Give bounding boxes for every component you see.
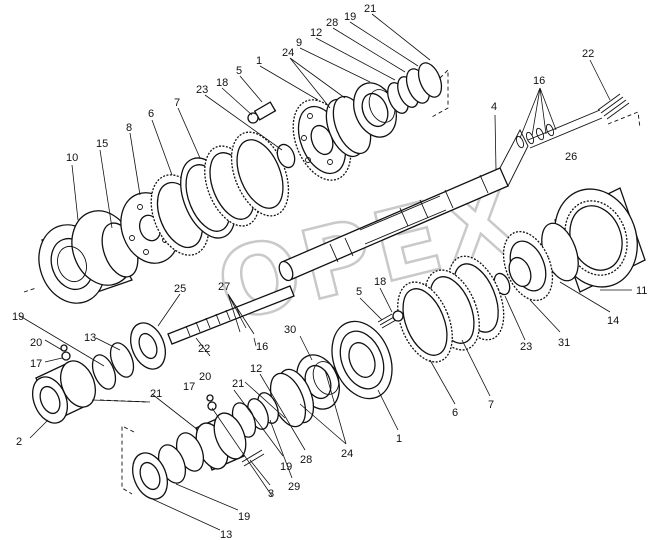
axis-line-right: [607, 111, 641, 129]
axis-line-left: [23, 287, 37, 293]
parts-12-28-19-21-lower: [231, 392, 279, 438]
label-28-upper: 28: [326, 17, 338, 29]
label-6-upper: 6: [148, 108, 154, 120]
part-25-shaft-stub: [167, 285, 295, 345]
part-7-clutch-pack: [180, 131, 290, 239]
label-17-lower: 17: [183, 381, 195, 393]
label-26: 26: [565, 151, 577, 163]
label-18-lower: 18: [374, 276, 386, 288]
label-12-upper: 12: [310, 27, 322, 39]
label-1-lower: 1: [396, 433, 402, 445]
part-22-spring-upper: [597, 93, 630, 120]
label-8: 8: [126, 122, 132, 134]
label-19-bottom: 19: [238, 511, 250, 523]
label-2: 2: [16, 436, 22, 448]
label-27: 27: [218, 281, 230, 293]
label-24-lower: 24: [341, 448, 353, 460]
part-20-ball-lower: [206, 394, 214, 402]
part-17-pin-lower: [207, 401, 217, 411]
part-18-nut-upper: [247, 112, 259, 124]
label-23-upper: 23: [196, 84, 208, 96]
label-28-lower: 28: [300, 454, 312, 466]
label-14: 14: [607, 315, 619, 327]
part-labels: 10 15 8 6 7 23 18 5 1 24 9 12 28 19 21 4…: [12, 3, 647, 540]
label-19-left: 19: [12, 311, 24, 323]
label-10: 10: [66, 152, 78, 164]
parts-17-20-left: [60, 344, 71, 361]
part-16-seal-rings-upper: [515, 109, 603, 149]
label-25: 25: [174, 283, 186, 295]
label-5-upper: 5: [236, 65, 242, 77]
part-5-spring-lower: [377, 310, 404, 329]
label-12-lower: 12: [250, 363, 262, 375]
label-6-lower: 6: [452, 407, 458, 419]
part-18-nut-lower: [392, 310, 404, 322]
parts-12-28-19-21-upper: [387, 62, 443, 114]
part-6-friction-disc-lower: [397, 281, 453, 363]
part-5-spring-upper: [253, 101, 277, 121]
label-15: 15: [96, 138, 108, 150]
label-19-lower-mid: 19: [280, 461, 292, 473]
label-1-upper: 1: [256, 55, 262, 67]
parts-19-13-left: [91, 322, 166, 390]
part-2-output-sleeve: [32, 360, 96, 424]
part-1-hub-lower: [331, 320, 393, 400]
label-16-upper: 16: [533, 75, 545, 87]
label-11: 11: [636, 285, 647, 297]
label-16-lower: 16: [256, 341, 268, 353]
label-9: 9: [296, 37, 302, 49]
part-29-pin: [241, 449, 265, 467]
label-20-lower: 20: [199, 371, 211, 383]
label-19-upper: 19: [344, 11, 356, 23]
label-30: 30: [284, 324, 296, 336]
label-7-lower: 7: [488, 399, 494, 411]
label-29: 29: [288, 481, 300, 493]
label-4: 4: [491, 101, 497, 113]
part-7-clutch-pack-lower: [424, 255, 505, 351]
label-21-lower: 21: [150, 388, 162, 400]
label-24-upper: 24: [282, 47, 294, 59]
parts-13-19-21-lower: [132, 432, 205, 500]
label-31: 31: [558, 337, 570, 349]
label-23-lower: 23: [520, 341, 532, 353]
label-22-upper: 22: [582, 48, 594, 60]
part-9-bearing-carrier: [353, 82, 397, 138]
axis-line-upper-right: [429, 68, 449, 119]
leader-lines: [19, 13, 632, 531]
label-5-lower: 5: [356, 286, 362, 298]
label-7-upper: 7: [174, 97, 180, 109]
label-18-upper: 18: [216, 77, 228, 89]
part-3-sleeve: [195, 394, 247, 471]
label-3: 3: [268, 488, 274, 500]
label-13-left: 13: [84, 332, 96, 344]
part-31-hub-gear: [502, 230, 554, 302]
main-shaft: [278, 129, 529, 282]
label-22-lower: 22: [198, 343, 210, 355]
axis-line-lower-left: [121, 425, 135, 495]
label-17-left: 17: [30, 358, 42, 370]
label-21-upper: 21: [364, 3, 376, 15]
label-21-lower-mid: 21: [232, 378, 244, 390]
label-20-left: 20: [30, 337, 42, 349]
label-13-bottom: 13: [220, 529, 232, 540]
